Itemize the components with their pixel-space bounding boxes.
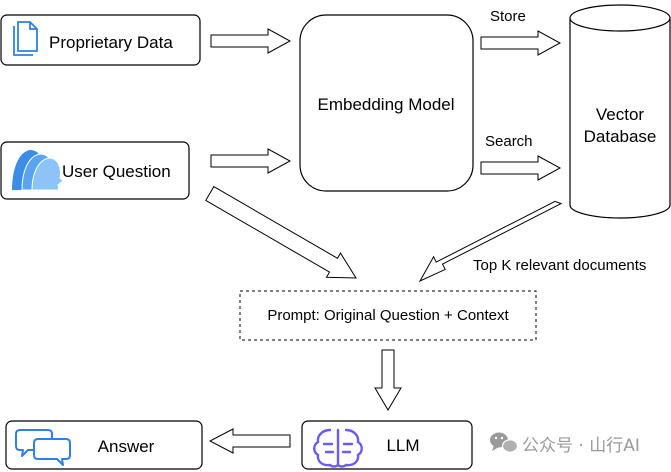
prompt-node: Prompt: Original Question + Context xyxy=(239,290,537,341)
arrow-search xyxy=(480,155,562,181)
prompt-label: Prompt: Original Question + Context xyxy=(267,307,509,324)
wechat-icon xyxy=(490,432,519,453)
document-icon xyxy=(13,21,38,56)
users-icon xyxy=(12,150,64,191)
user-question-label: User Question xyxy=(62,162,171,181)
vector-database-label-line2: Database xyxy=(584,127,657,146)
arrow-prompt-to-llm xyxy=(374,349,402,411)
proprietary-data-node: Proprietary Data xyxy=(0,14,201,66)
watermark-text: 公众号 · 山行AI xyxy=(522,436,640,456)
embedding-model-label: Embedding Model xyxy=(317,95,454,114)
answer-node: Answer xyxy=(5,420,203,470)
arrow-question-to-prompt xyxy=(205,185,357,279)
user-question-node: User Question xyxy=(0,141,190,200)
store-label: Store xyxy=(490,8,526,25)
top-k-label: Top K relevant documents xyxy=(473,257,646,274)
watermark: 公众号 · 山行AI xyxy=(490,432,640,456)
proprietary-data-label: Proprietary Data xyxy=(49,33,173,52)
arrow-llm-to-answer xyxy=(208,428,291,454)
llm-label: LLM xyxy=(386,436,419,455)
embedding-model-node: Embedding Model xyxy=(299,14,474,192)
brain-icon xyxy=(313,428,363,468)
vector-database-node: Vector Database xyxy=(569,4,671,219)
vector-database-label-line1: Vector xyxy=(596,105,645,124)
answer-label: Answer xyxy=(98,437,155,456)
arrow-data-to-embedding xyxy=(210,28,292,54)
llm-node: LLM xyxy=(301,420,473,470)
arrow-question-to-embedding xyxy=(210,148,292,174)
chat-bubbles-icon xyxy=(15,429,71,466)
arrow-topk-to-prompt xyxy=(418,200,563,283)
arrow-store xyxy=(480,30,562,56)
search-label: Search xyxy=(485,133,533,150)
